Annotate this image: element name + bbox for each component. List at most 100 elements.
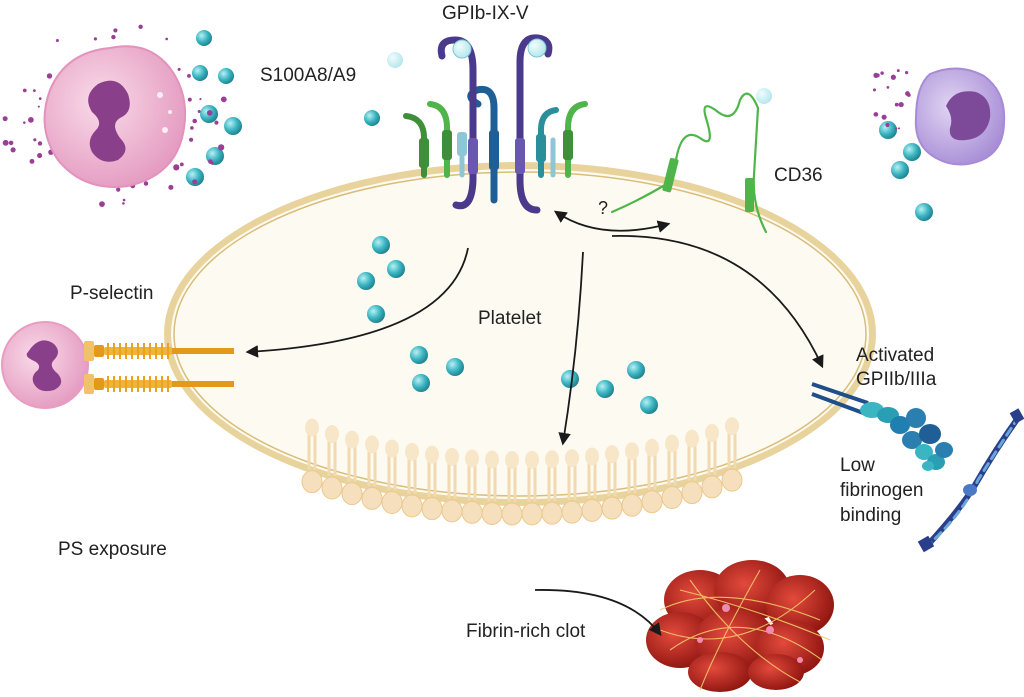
granule-dot [116, 187, 121, 192]
lipid-head-inner [425, 445, 439, 464]
lipid-tail [407, 457, 417, 494]
monocyte [872, 67, 1006, 166]
granule-dot [177, 67, 181, 71]
lipid-head [681, 481, 703, 505]
fibrinogen-strand [917, 408, 1024, 553]
ps-exposure-label: PS exposure [58, 539, 167, 560]
granule-dot [192, 118, 197, 124]
lipid-head [601, 496, 623, 520]
p-selectin-label: P-selectin [70, 283, 154, 304]
receptor-purple-right [516, 34, 553, 214]
lipid-head-inner [465, 449, 479, 468]
granule-dot [873, 72, 879, 79]
cd36-label: CD36 [774, 165, 823, 186]
low-line-1: Low [840, 455, 875, 476]
granule-dot [173, 164, 180, 171]
lipid-head [541, 501, 563, 525]
granule-dot [22, 88, 27, 93]
lipid-head [721, 468, 743, 492]
lipid-tail [587, 462, 597, 499]
lipid-tail [447, 462, 457, 499]
neutrophil-bound [1, 321, 89, 409]
lipid-head-inner [505, 450, 519, 469]
lipid-head-inner [365, 435, 379, 454]
lipid-head [321, 476, 343, 500]
lipid-head [401, 494, 423, 518]
neutrophil-nucleus [88, 80, 130, 162]
lipid-head-inner [445, 447, 459, 466]
gpib-ix-v-complex [403, 34, 588, 214]
granule-dot [890, 74, 896, 80]
granule-dot [29, 158, 35, 164]
granule-dot [28, 117, 34, 123]
granule-dot [46, 73, 53, 79]
gpib-ix-v-label: GPIb-IX-V [442, 3, 529, 24]
granule-dot [886, 86, 890, 89]
granule-dot [165, 37, 168, 41]
lipid-tail [627, 457, 637, 494]
activated-line-2: GPIIb/IIIa [856, 369, 937, 390]
lipid-head-inner [325, 425, 339, 444]
granule-dot [37, 141, 43, 146]
granule-dot [873, 112, 878, 117]
p-selectin-molecules [84, 341, 234, 394]
neutrophil-degranulating [2, 24, 227, 208]
granule-dot [93, 37, 97, 41]
granule-dot [122, 202, 125, 205]
granule-dot [220, 96, 227, 103]
arrow-cd36-gpib [553, 210, 671, 233]
granule-dot [872, 88, 877, 92]
lipid-head-inner [705, 423, 719, 442]
arrow-to-gpiib-iiia [611, 235, 824, 369]
lipid-head [461, 500, 483, 524]
lipid-tail [387, 454, 397, 491]
lipid-head [521, 502, 543, 526]
receptor-green-right [536, 101, 588, 178]
granule-dot [32, 89, 36, 93]
lipid-head [341, 482, 363, 506]
granule-dot [55, 39, 59, 43]
arrow-to-ps-exposure [558, 251, 584, 446]
lipid-head-inner [525, 450, 539, 469]
granule-dot [189, 137, 194, 142]
lipid-head-inner [565, 449, 579, 468]
lipid-head-inner [385, 439, 399, 458]
lipid-head-inner [545, 450, 559, 469]
activated-line-1: Activated [856, 345, 935, 366]
granule-dot [880, 71, 884, 75]
granule-dot [23, 121, 26, 124]
granule-dot [168, 184, 174, 190]
lipid-tail [347, 445, 357, 482]
lipid-tail [707, 438, 717, 475]
lipid-tail [547, 465, 557, 502]
granule-dot [197, 110, 201, 114]
granule-dot [192, 179, 198, 185]
granule-dot [10, 147, 16, 153]
granule-dot [179, 162, 184, 167]
platelet [164, 162, 876, 506]
granule-dot [209, 111, 213, 115]
granule-dot [199, 98, 202, 101]
granule-dot [38, 97, 42, 100]
lipid-head [561, 500, 583, 524]
low-fibrinogen-binding-label: Low fibrinogen binding [840, 453, 923, 528]
granule-dot [894, 102, 899, 107]
lipid-head [641, 490, 663, 514]
granule-dot [8, 140, 14, 146]
lipid-head [661, 486, 683, 510]
granule-dot [113, 28, 118, 33]
low-line-2: fibrinogen [840, 480, 924, 501]
lipid-head [481, 501, 503, 525]
arrow-to-clot [534, 589, 662, 637]
granule-dot [881, 114, 887, 120]
lipid-tail [487, 465, 497, 502]
granule-dot [896, 69, 900, 73]
lipid-tail [607, 460, 617, 497]
ps-exposure-lipids [301, 417, 743, 526]
lipid-tail [527, 465, 537, 502]
lipid-tail [307, 433, 317, 470]
granule-dot [190, 126, 194, 130]
lipid-head [501, 502, 523, 526]
granule-dot [138, 24, 143, 29]
lipid-head-inner [725, 417, 739, 436]
